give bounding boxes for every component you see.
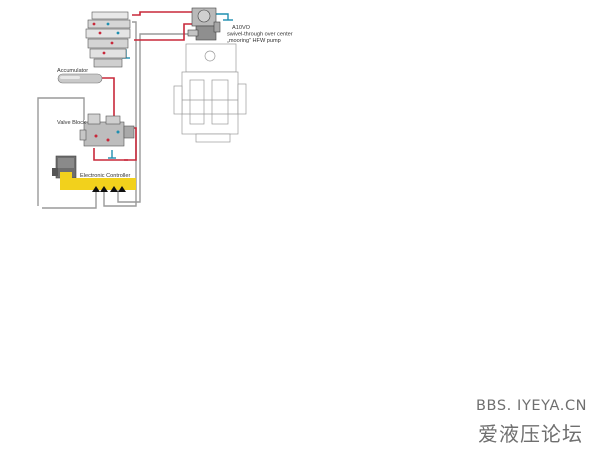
pressure-lines <box>93 11 194 161</box>
engine <box>173 43 247 143</box>
watermark-forum-name: 爱液压论坛 <box>478 422 583 446</box>
pump-label-line2: swivel-through over center <box>227 32 293 38</box>
controller-bus <box>60 172 136 192</box>
accumulator <box>57 73 103 84</box>
accumulator-label: Accumulator <box>57 68 88 74</box>
valve-manifold-stack <box>85 11 131 68</box>
pump-label: A10VO swivel-through over center „moorin… <box>227 25 293 44</box>
valve-block-label: Valve Block <box>57 120 86 126</box>
signal-lines <box>37 21 188 209</box>
watermark-url: BBS. IYEYA.CN <box>476 398 588 414</box>
pump-label-line1: A10VO <box>232 25 251 31</box>
controller-label: Electronic Controller <box>80 173 131 179</box>
valve-block <box>79 113 135 147</box>
pump-label-line3: „mooring“ HFW pump <box>227 38 281 44</box>
a10vo-pump <box>187 7 221 41</box>
